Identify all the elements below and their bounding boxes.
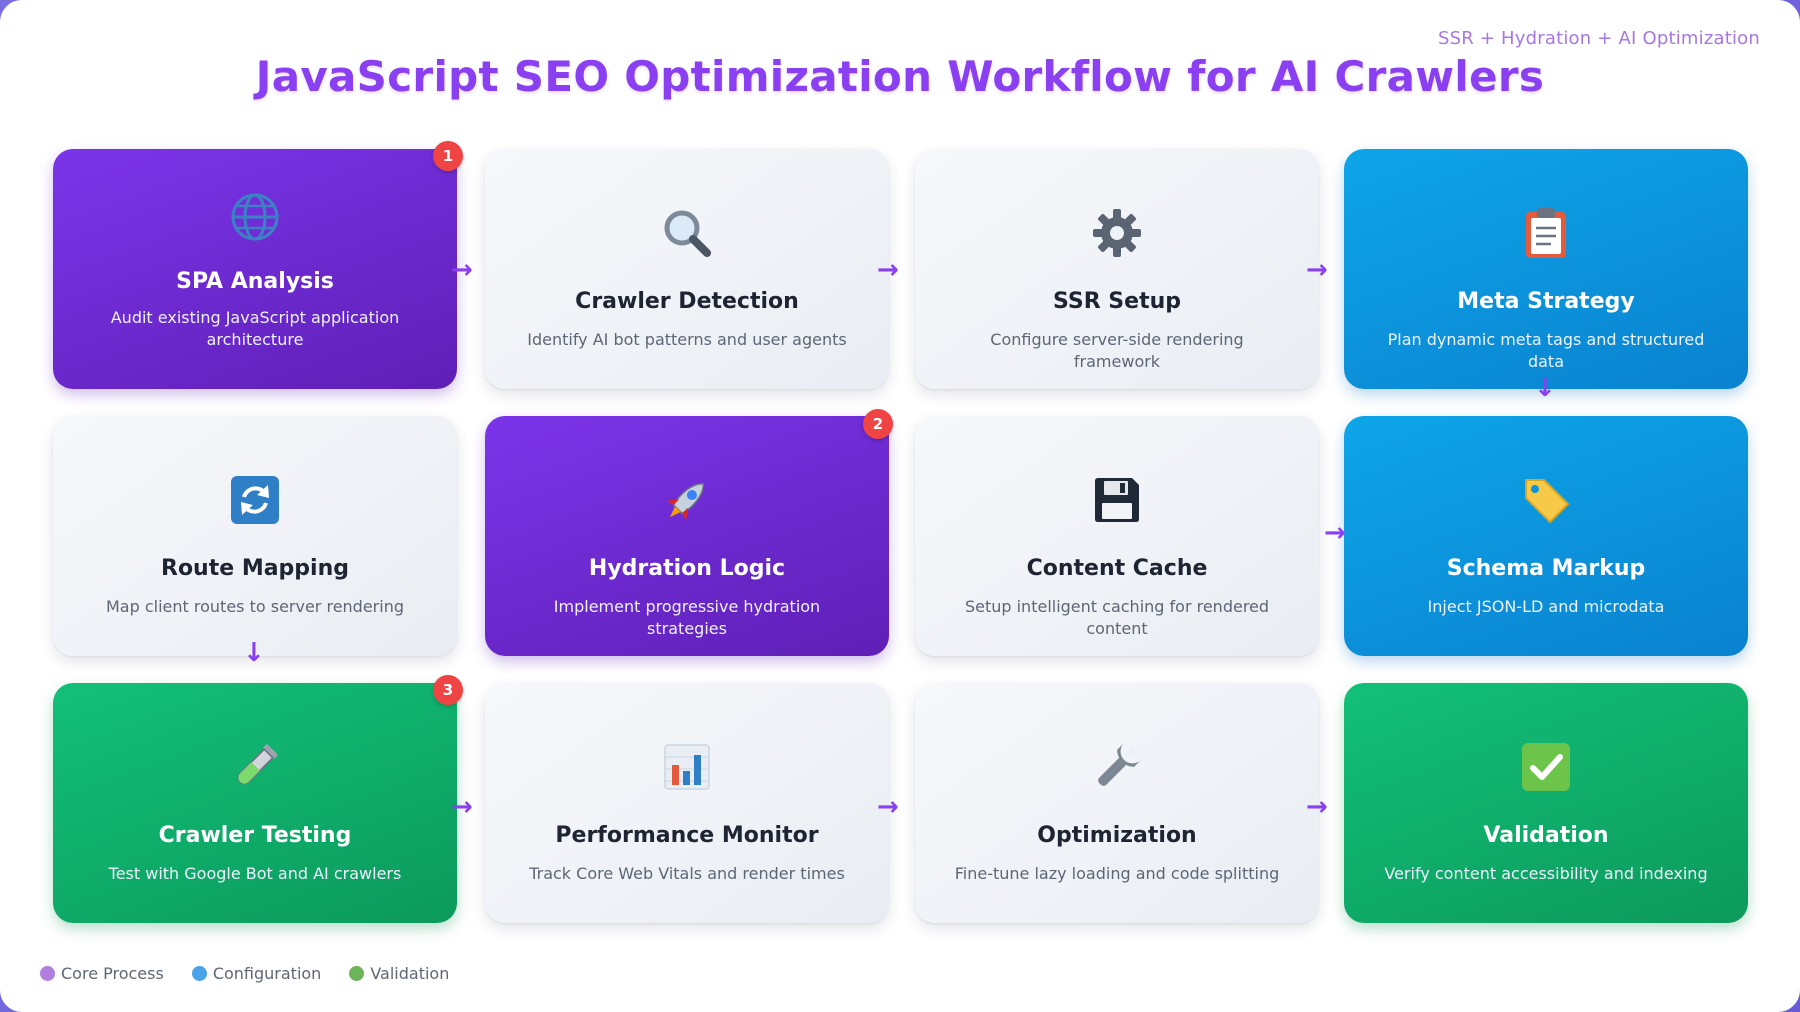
step-number-badge: 3 (433, 675, 463, 705)
step-card-content-cache: Content Cache Setup intelligent caching … (915, 416, 1319, 656)
flow-arrow-right: → (877, 255, 899, 285)
step-title: Crawler Testing (158, 823, 352, 848)
step-number-badge: 1 (433, 141, 463, 171)
bar-chart-icon (485, 739, 889, 795)
step-title: Meta Strategy (1457, 289, 1635, 314)
step-card-schema-markup: Schema Markup Inject JSON-LD and microda… (1344, 416, 1748, 656)
step-card-spa-analysis: SPA Analysis Audit existing JavaScript a… (53, 149, 457, 389)
legend: Core Process Configuration Validation (40, 964, 449, 983)
step-description: Fine-tune lazy loading and code splittin… (954, 864, 1280, 883)
step-title: SPA Analysis (176, 269, 334, 294)
step-title: Route Mapping (161, 556, 349, 581)
step-description: Verify content accessibility and indexin… (1384, 864, 1708, 883)
step-title: SSR Setup (1053, 289, 1181, 314)
legend-item-core-process: Core Process (40, 964, 164, 983)
legend-dot (191, 966, 207, 981)
step-title: Validation (1483, 823, 1609, 848)
step-card-validation: Validation Verify content accessibility … (1344, 683, 1748, 923)
flow-arrow-right: → (1324, 518, 1346, 548)
step-card-performance-monitor: Performance Monitor Track Core Web Vital… (485, 683, 889, 923)
step-card-optimization: Optimization Fine-tune lazy loading and … (915, 683, 1319, 923)
step-description: Implement progressive hydration strategi… (553, 597, 821, 638)
check-mark-icon (1344, 739, 1748, 795)
step-title: Hydration Logic (588, 556, 786, 581)
step-title: Crawler Detection (575, 289, 799, 314)
step-description: Track Core Web Vitals and render times (529, 864, 845, 883)
step-description: Identify AI bot patterns and user agents (527, 330, 847, 349)
legend-label: Core Process (61, 964, 164, 983)
floppy-disk-icon (915, 472, 1319, 528)
step-description: Plan dynamic meta tags and structured da… (1387, 330, 1705, 371)
step-card-crawler-detection: Crawler Detection Identify AI bot patter… (485, 149, 889, 389)
step-description: Audit existing JavaScript application ar… (110, 308, 400, 349)
page-title: JavaScript SEO Optimization Workflow for… (255, 52, 1545, 101)
wrench-icon (915, 739, 1319, 795)
refresh-icon (53, 472, 457, 528)
gear-icon (915, 205, 1319, 261)
clipboard-icon (1344, 205, 1748, 261)
step-title: Content Cache (1026, 556, 1208, 581)
flow-arrow-down: ↓ (243, 638, 265, 668)
step-card-hydration-logic: Hydration Logic Implement progressive hy… (485, 416, 889, 656)
legend-label: Configuration (212, 964, 322, 983)
step-card-crawler-testing: Crawler Testing Test with Google Bot and… (53, 683, 457, 923)
step-number-badge: 2 (863, 409, 893, 439)
rocket-icon (485, 472, 889, 528)
tag-icon (1344, 472, 1748, 528)
test-tube-icon (53, 739, 457, 795)
flow-arrow-right: → (451, 255, 473, 285)
step-description: Configure server-side rendering framewor… (990, 330, 1244, 371)
globe-icon (53, 189, 457, 245)
legend-item-configuration: Configuration (191, 964, 322, 983)
flow-arrow-right: → (1306, 792, 1328, 822)
step-description: Map client routes to server rendering (106, 597, 404, 616)
magnifier-icon (485, 205, 889, 261)
step-description: Inject JSON-LD and microdata (1427, 597, 1665, 616)
legend-label: Validation (370, 964, 450, 983)
step-title: Schema Markup (1446, 556, 1646, 581)
flow-arrow-right: → (877, 792, 899, 822)
step-title: Optimization (1037, 823, 1197, 848)
step-card-route-mapping: Route Mapping Map client routes to serve… (53, 416, 457, 656)
legend-dot (349, 966, 365, 981)
step-title: Performance Monitor (555, 823, 819, 848)
step-card-meta-strategy: Meta Strategy Plan dynamic meta tags and… (1344, 149, 1748, 389)
legend-dot (40, 966, 55, 981)
flow-arrow-right: → (451, 792, 473, 822)
header-subtitle: SSR + Hydration + AI Optimization (1437, 28, 1760, 49)
flow-arrow-down: ↓ (1534, 373, 1556, 403)
step-card-ssr-setup: SSR Setup Configure server-side renderin… (915, 149, 1319, 389)
flow-arrow-right: → (1306, 255, 1328, 285)
step-description: Setup intelligent caching for rendered c… (964, 597, 1270, 638)
step-description: Test with Google Bot and AI crawlers (108, 864, 402, 883)
legend-item-validation: Validation (349, 964, 449, 983)
